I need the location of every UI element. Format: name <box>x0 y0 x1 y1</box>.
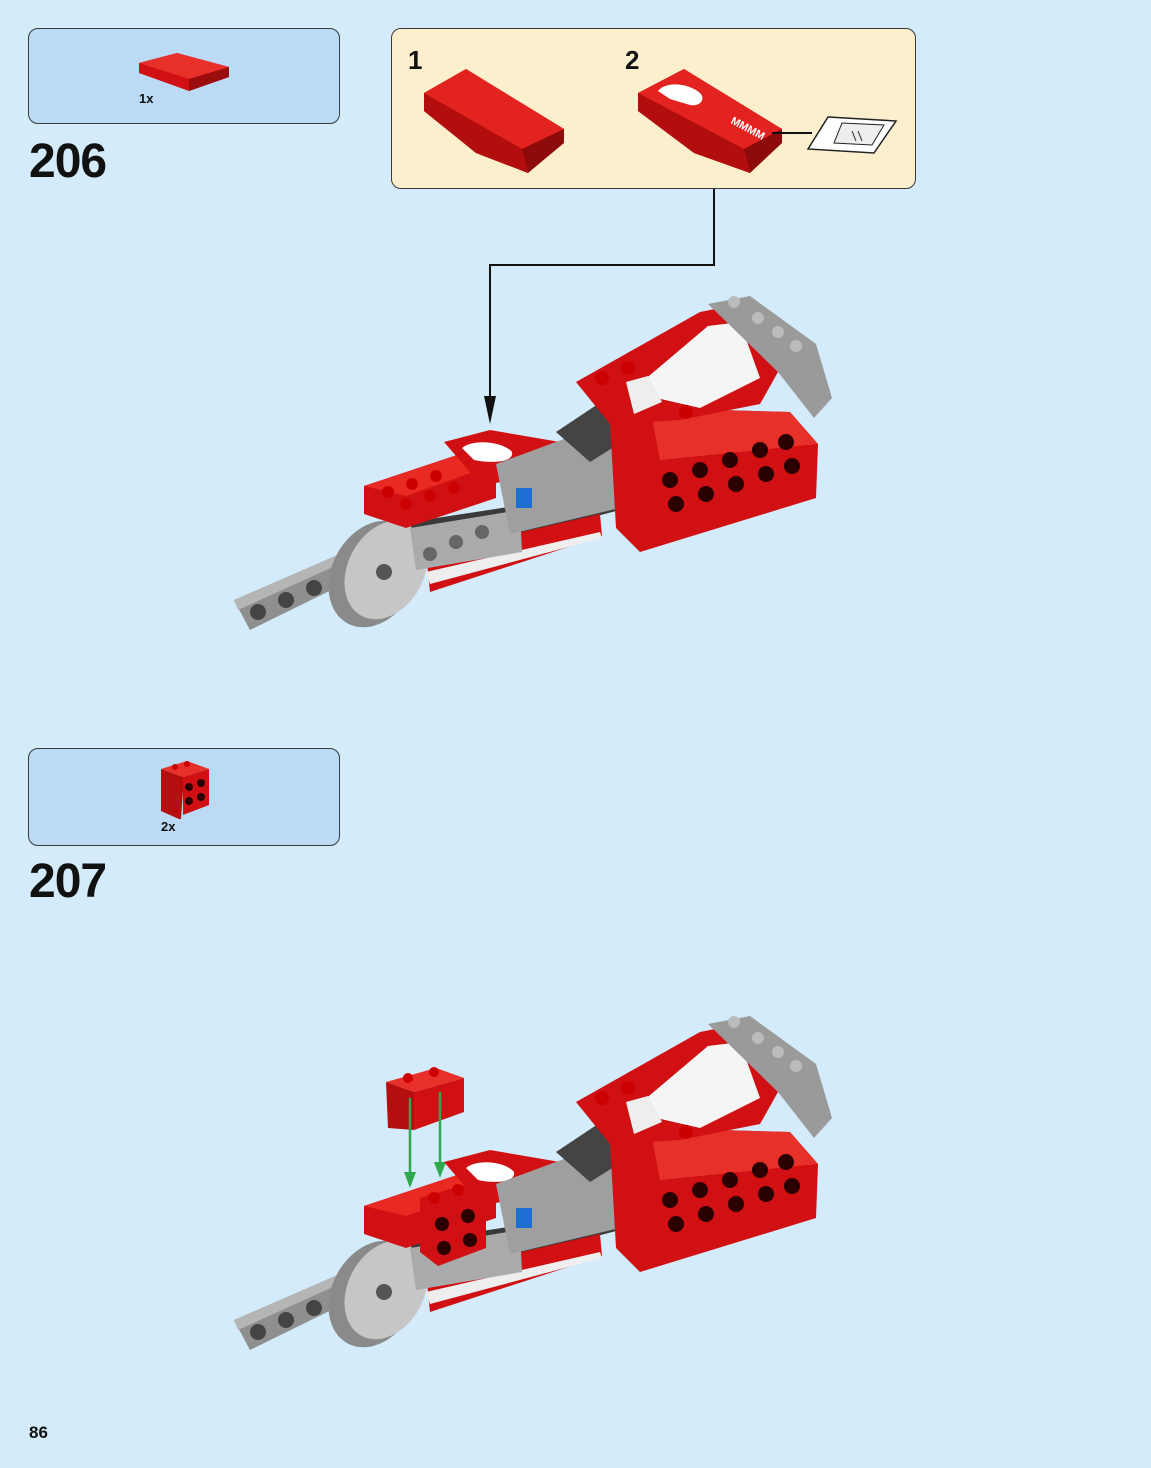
parts-list-step-207: 2x <box>28 748 340 846</box>
curved-slope-with-sticker-image: MMMM <box>638 69 782 173</box>
curved-slope-image <box>424 69 564 173</box>
sticker-sheet-icon <box>806 116 898 154</box>
step-number-206: 206 <box>29 135 107 188</box>
vehicle-model-step-207 <box>234 1016 832 1350</box>
vehicle-model-step-206 <box>234 296 832 630</box>
step-number-207: 207 <box>29 855 107 908</box>
sticker-leader-line <box>772 132 812 134</box>
part-quantity: 1x <box>139 91 154 106</box>
part-quantity: 2x <box>161 819 176 834</box>
substep-number-2: 2 <box>625 45 640 75</box>
red-curved-slope-part-image <box>139 53 229 91</box>
parts-list-step-206: 1x <box>28 28 340 124</box>
red-bracket-part-image <box>161 761 209 819</box>
page-number: 86 <box>29 1423 48 1442</box>
substep-number-1: 1 <box>408 45 423 75</box>
sub-assembly-callout: 1 2 MMMM <box>391 28 916 189</box>
